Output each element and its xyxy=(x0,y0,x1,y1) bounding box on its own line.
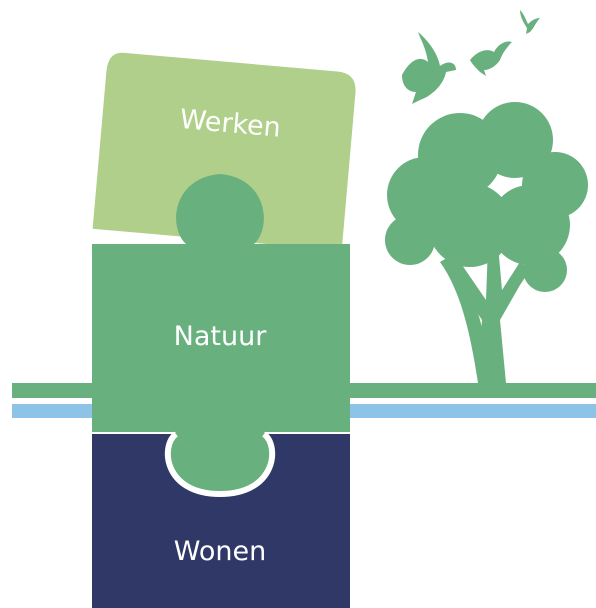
tree-icon xyxy=(385,102,588,383)
bird-icon xyxy=(402,10,540,104)
natuur-label: Natuur xyxy=(174,321,268,352)
wonen-label: Wonen xyxy=(174,536,266,567)
